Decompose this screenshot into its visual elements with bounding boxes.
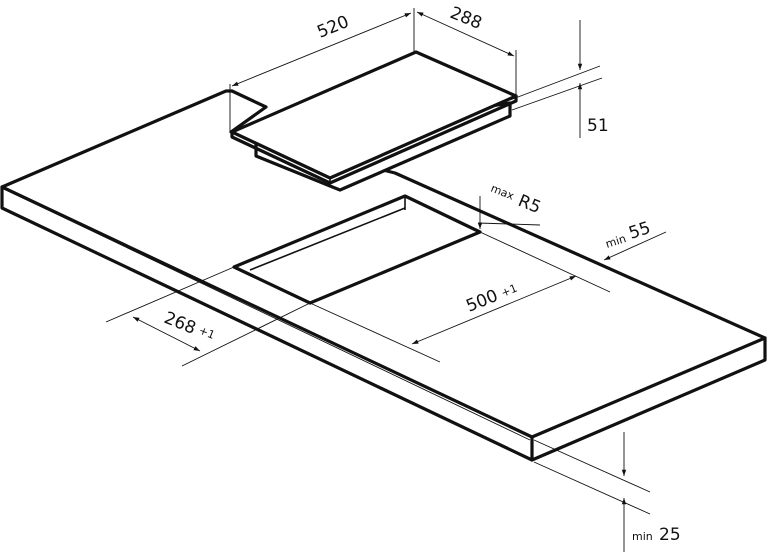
corner-radius-label: R5 bbox=[515, 191, 543, 218]
hob-width-label: 520 bbox=[314, 12, 352, 43]
corner-radius-prefix: max bbox=[489, 182, 517, 203]
worktop-thickness-prefix: min bbox=[632, 530, 653, 543]
dim-worktop-thickness: min 25 bbox=[533, 432, 681, 552]
hob-depth-label: 288 bbox=[447, 3, 485, 34]
hob bbox=[230, 50, 518, 192]
rear-clearance-prefix: min bbox=[604, 232, 628, 251]
dim-hob-height: 51 bbox=[509, 20, 609, 138]
cutout-depth-tolerance: +1 bbox=[197, 324, 217, 342]
hob-height-label: 51 bbox=[587, 116, 609, 136]
cutout-width-tolerance: +1 bbox=[499, 282, 519, 300]
dim-rear-clearance: min 55 bbox=[603, 218, 667, 261]
worktop-thickness-label: 25 bbox=[659, 525, 681, 545]
